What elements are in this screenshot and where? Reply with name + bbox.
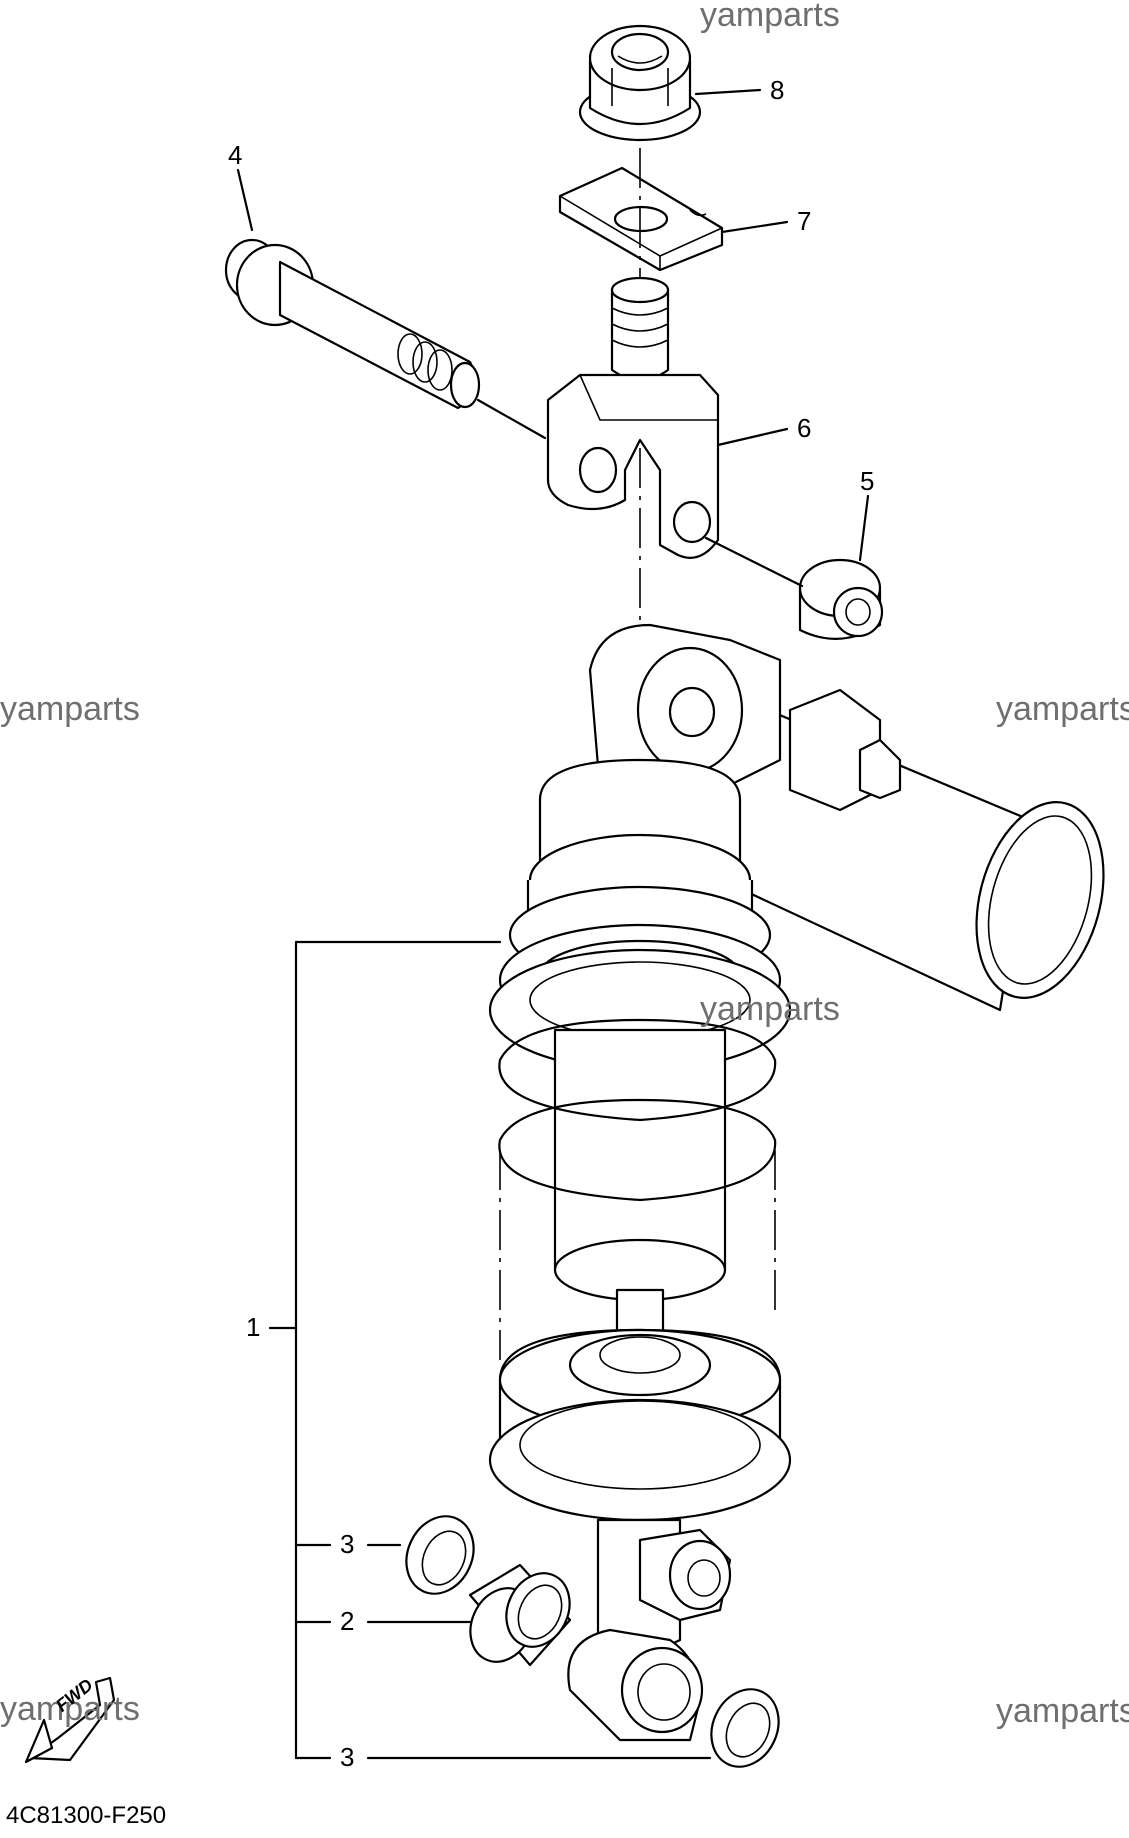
callout-3-lower: 3	[340, 1742, 355, 1772]
shock-lower-eye	[567, 1518, 732, 1742]
watermark: yamparts	[0, 690, 140, 728]
callout-6: 6	[797, 413, 812, 443]
part-8-flange-nut	[578, 24, 702, 142]
shock-upper-body	[508, 623, 782, 985]
fwd-arrow-icon	[24, 1676, 116, 1764]
callout-8: 8	[770, 75, 785, 105]
callout-4: 4	[228, 140, 243, 170]
watermark: yamparts	[996, 1692, 1129, 1730]
part-3-oil-seal-lower	[710, 1688, 780, 1768]
diagram-code: 4C81300-F250	[6, 1802, 167, 1829]
watermark: yamparts	[996, 690, 1129, 728]
watermark: yamparts	[0, 1690, 140, 1728]
callout-5: 5	[860, 466, 875, 496]
part-3-oil-seal-upper	[405, 1515, 475, 1595]
part-7-plate	[558, 166, 724, 272]
shock-lower-body	[488, 1288, 792, 1522]
callout-1: 1	[246, 1312, 261, 1342]
part-2-collar	[468, 1563, 572, 1667]
part-5-nut	[704, 536, 884, 640]
callout-3-upper: 3	[340, 1529, 355, 1559]
shock-spring	[498, 1018, 777, 1360]
part-6-clevis-bracket	[546, 276, 720, 559]
callout-7: 7	[797, 206, 812, 236]
part-4-bolt	[224, 238, 547, 440]
leader-lines	[236, 88, 870, 1760]
watermark: yamparts	[700, 990, 840, 1028]
callout-2: 2	[340, 1606, 355, 1636]
watermark: yamparts	[700, 0, 840, 34]
